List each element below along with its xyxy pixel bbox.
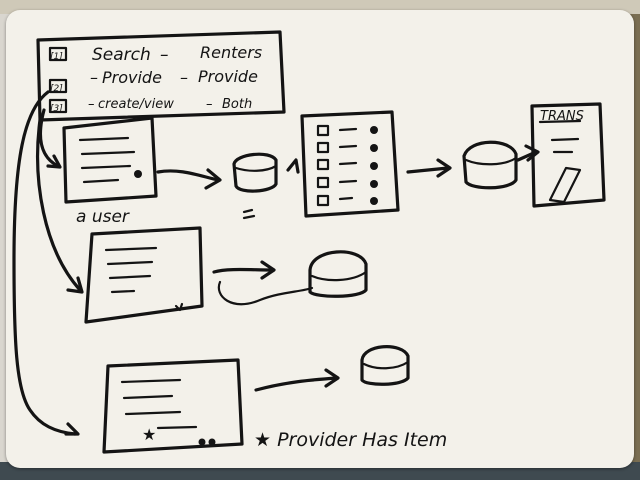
legend-dash-2a: – [90, 68, 98, 87]
legend-action-provide: Provide [102, 68, 162, 87]
arrowhead-db1 [204, 168, 222, 190]
whiteboard [6, 10, 634, 468]
tick-mark [286, 158, 300, 174]
provide-screen [84, 226, 204, 324]
arrow-provide-to-db3 [212, 267, 272, 274]
create-view-screen: ★ [102, 358, 244, 454]
search-screen [62, 116, 158, 204]
branch-arrow-3 [64, 422, 80, 436]
legend-dash-3a: – [88, 97, 95, 112]
legend-role-both: Both [222, 97, 252, 112]
arrow-list-to-db2 [406, 166, 450, 174]
user-label: a user [76, 207, 130, 227]
branch-arrow-1 [46, 154, 62, 169]
trans-label: TRANS [540, 109, 584, 124]
arrowhead-db4 [324, 368, 340, 388]
arrowhead-trans [524, 144, 540, 162]
legend-key-box-3 [48, 98, 68, 114]
legend-key-2: [2] [50, 84, 63, 94]
legend-dash-3b: – [206, 97, 213, 112]
arrow-screen-to-db1 [156, 169, 220, 182]
trans-page [530, 102, 606, 208]
screen-button-dot [134, 170, 142, 178]
legend-dash-2b: – [180, 68, 188, 87]
arrow-create-to-db4 [254, 376, 338, 392]
legend-action-create-view: create/view [98, 97, 174, 112]
legend-key-1: [1] [50, 52, 63, 62]
legend-key-box-1 [48, 46, 68, 62]
legend-key-box-2 [48, 78, 68, 94]
flow-branches [12, 90, 84, 436]
legend-role-provide: Provide [198, 67, 258, 86]
branch-line-1 [38, 108, 60, 168]
footnote-provider-has-item: ★ Provider Has Item [254, 429, 447, 451]
database-icon [360, 345, 410, 386]
legend-role-renters: Renters [200, 43, 262, 62]
legend: [1] Search – Renters [2] – Provide – Pro… [36, 30, 286, 122]
arrowhead-db2 [436, 158, 452, 178]
scribble-loop [217, 280, 314, 306]
branch-line-2 [36, 118, 82, 292]
branch-arrow-2 [66, 276, 84, 294]
database-icon [232, 152, 278, 193]
branch-main-line [12, 90, 77, 436]
arrowhead-db3 [260, 260, 276, 280]
database-icon [462, 140, 518, 190]
star-marker: ★ [142, 427, 156, 444]
legend-action-search: Search [92, 45, 151, 65]
database-icon [308, 250, 368, 298]
results-list [300, 110, 400, 218]
legend-key-3: [3] [50, 104, 63, 114]
equals-mark [242, 208, 256, 220]
legend-dash-1: – [160, 45, 169, 65]
